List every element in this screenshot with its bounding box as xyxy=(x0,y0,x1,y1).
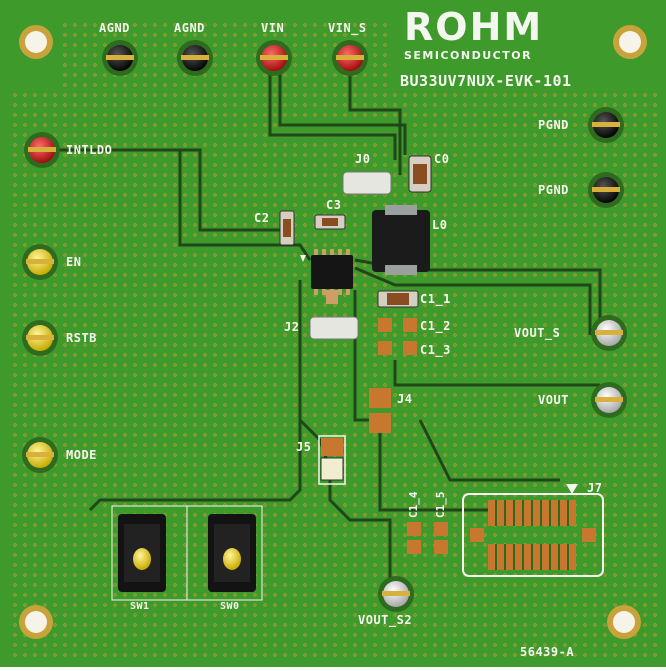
test-point-pgnd-2 xyxy=(588,172,624,208)
inductor-l0 xyxy=(372,205,430,275)
test-point-vout xyxy=(591,382,627,418)
test-point-agnd-1 xyxy=(102,40,138,76)
label-c1-5: C1_5 xyxy=(434,491,447,519)
switch-sw1 xyxy=(118,514,166,592)
test-point-rstb xyxy=(22,320,58,356)
brand-subtitle: SEMICONDUCTOR xyxy=(404,49,533,62)
label-agnd-1: AGND xyxy=(99,21,130,35)
label-j7: J7 xyxy=(587,481,603,495)
connector-j7 xyxy=(462,484,604,577)
test-point-vout-s xyxy=(591,315,627,351)
label-en: EN xyxy=(66,255,82,269)
board-revision: 56439-A xyxy=(520,645,575,659)
label-c1-1: C1_1 xyxy=(420,292,451,306)
test-point-agnd-2 xyxy=(177,40,213,76)
label-c1-3: C1_3 xyxy=(420,343,451,357)
label-vout-s: VOUT_S xyxy=(514,326,561,340)
test-point-intldo xyxy=(24,132,60,168)
switch-sw0 xyxy=(208,514,256,592)
board-name: BU33UV7NUX-EVK-101 xyxy=(400,72,572,90)
label-sw0: SW0 xyxy=(220,601,240,612)
label-pgnd-1: PGND xyxy=(538,118,569,132)
label-l0: L0 xyxy=(432,218,448,232)
label-c2: C2 xyxy=(254,211,270,225)
jumper-j2 xyxy=(309,316,359,340)
label-intldo: INTLDO xyxy=(66,143,113,157)
test-point-mode xyxy=(22,437,58,473)
label-sw1: SW1 xyxy=(130,601,150,612)
brand-logo: ROHM xyxy=(404,5,544,49)
label-j0: J0 xyxy=(355,152,371,166)
regulator-ic xyxy=(300,249,353,304)
jumper-j0 xyxy=(342,171,392,195)
label-c3: C3 xyxy=(326,198,342,212)
test-point-vout-s2 xyxy=(378,576,414,612)
label-vin: VIN xyxy=(261,21,285,35)
label-j5: J5 xyxy=(296,440,312,454)
label-c1-4: C1_4 xyxy=(407,491,420,519)
test-point-vin-s xyxy=(332,40,368,76)
label-pgnd-2: PGND xyxy=(538,183,569,197)
label-vout: VOUT xyxy=(538,393,569,407)
label-rstb: RSTB xyxy=(66,331,97,345)
label-c1-2: C1_2 xyxy=(420,319,451,333)
label-j2: J2 xyxy=(284,320,300,334)
jumper-j5 xyxy=(320,457,344,481)
label-vout-s2: VOUT_S2 xyxy=(358,613,413,627)
test-point-en xyxy=(22,244,58,280)
label-c0: C0 xyxy=(434,152,450,166)
label-agnd-2: AGND xyxy=(174,21,205,35)
label-mode: MODE xyxy=(66,448,97,462)
test-point-pgnd-1 xyxy=(588,107,624,143)
mounting-holes xyxy=(19,25,647,639)
empty-pads xyxy=(321,318,448,554)
test-point-vin xyxy=(256,40,292,76)
label-j4: J4 xyxy=(397,392,413,406)
label-vin-s: VIN_S xyxy=(328,21,367,35)
